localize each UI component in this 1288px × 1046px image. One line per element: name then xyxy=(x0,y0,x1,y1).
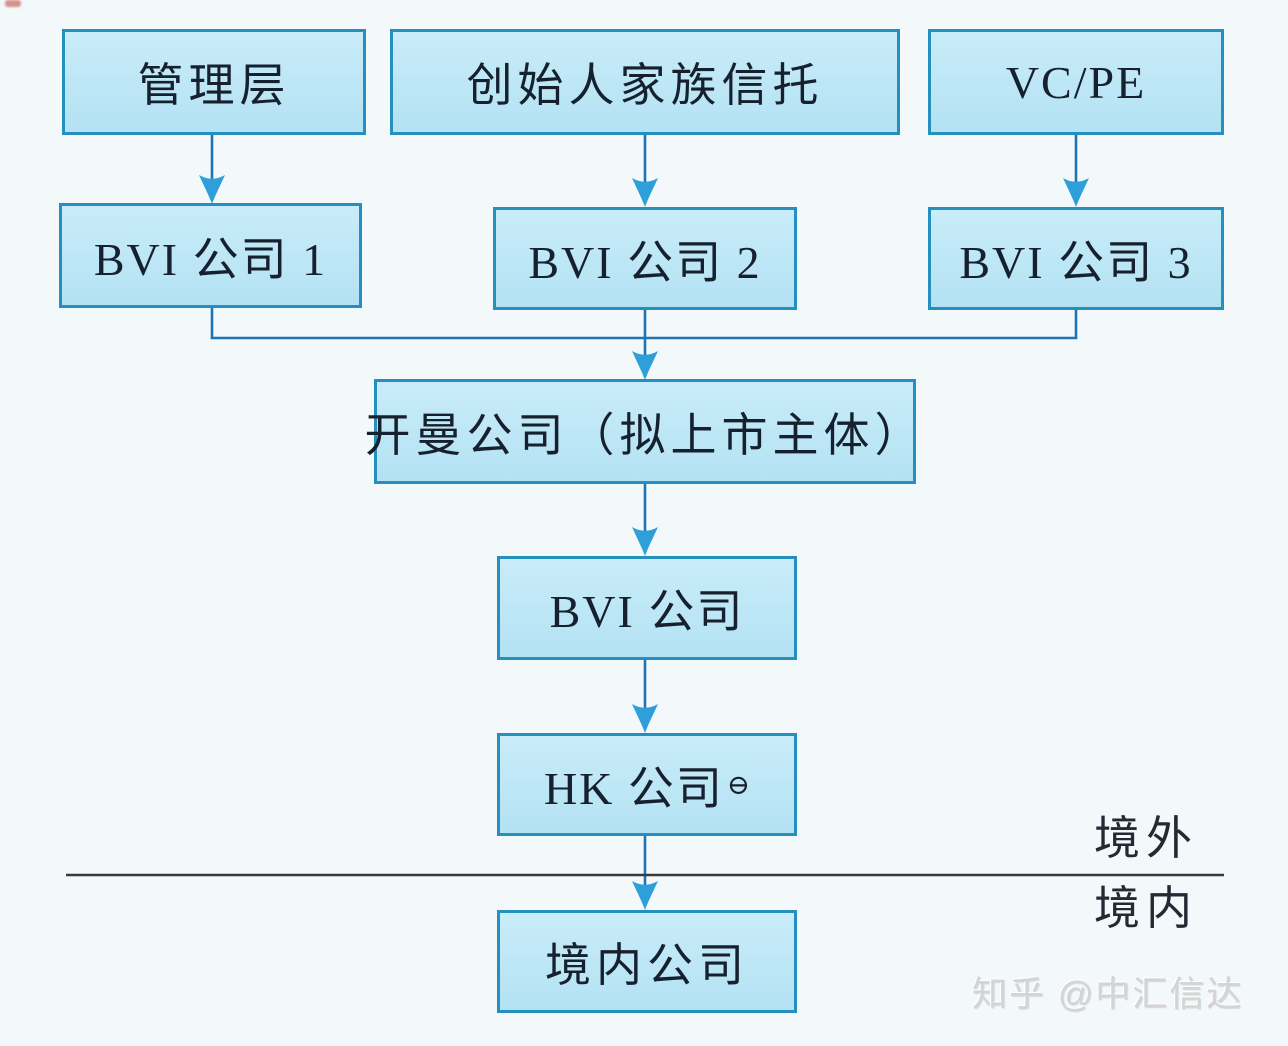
node-hk-company-label: HK 公司 xyxy=(543,762,724,814)
node-cayman-listing-entity-label: 开曼公司（拟上市主体） xyxy=(364,409,926,461)
node-management: 管理层 xyxy=(62,29,366,135)
arrowhead-hk-to-domestic xyxy=(632,881,658,910)
node-domestic-company-label: 境内公司 xyxy=(545,939,749,991)
arrowhead-bvi-to-hk xyxy=(632,704,658,733)
node-bvi-company-2-label: BVI 公司 2 xyxy=(528,236,762,288)
arrowhead-vcpe-to-bvi3 xyxy=(1063,178,1089,207)
arrowhead-cayman-to-bvi xyxy=(632,527,658,556)
node-domestic-company: 境内公司 xyxy=(497,910,797,1013)
node-founder-family-trust: 创始人家族信托 xyxy=(390,29,900,135)
corner-artifact xyxy=(5,0,21,7)
node-vc-pe: VC/PE xyxy=(928,29,1224,135)
node-management-label: 管理层 xyxy=(137,60,291,111)
node-hk-company: HK 公司⊖ xyxy=(497,733,797,836)
watermark: 知乎 @中汇信达 xyxy=(972,975,1244,1014)
node-bvi-company-1: BVI 公司 1 xyxy=(59,203,362,308)
node-founder-family-trust-label: 创始人家族信托 xyxy=(466,60,824,111)
node-vc-pe-label: VC/PE xyxy=(1005,56,1147,108)
node-bvi-company-3: BVI 公司 3 xyxy=(928,207,1224,310)
node-bvi-company-2: BVI 公司 2 xyxy=(493,207,797,310)
merge-connector-bvi-to-cayman xyxy=(210,308,1078,340)
arrowhead-to-cayman xyxy=(632,351,658,380)
node-cayman-listing-entity: 开曼公司（拟上市主体） xyxy=(365,379,921,484)
node-bvi-company-3-label: BVI 公司 3 xyxy=(959,236,1193,288)
node-bvi-company-1-label: BVI 公司 1 xyxy=(93,233,328,285)
onshore-region-label: 境内 xyxy=(1094,883,1198,934)
node-bvi-company: BVI 公司 xyxy=(497,556,797,660)
hk-footnote-mark: ⊖ xyxy=(726,769,751,800)
node-bvi-company-label: BVI 公司 xyxy=(549,586,745,637)
arrowhead-trust-to-bvi2 xyxy=(632,178,658,207)
arrowhead-management-to-bvi1 xyxy=(199,175,225,204)
offshore-region-label: 境外 xyxy=(1094,813,1198,864)
